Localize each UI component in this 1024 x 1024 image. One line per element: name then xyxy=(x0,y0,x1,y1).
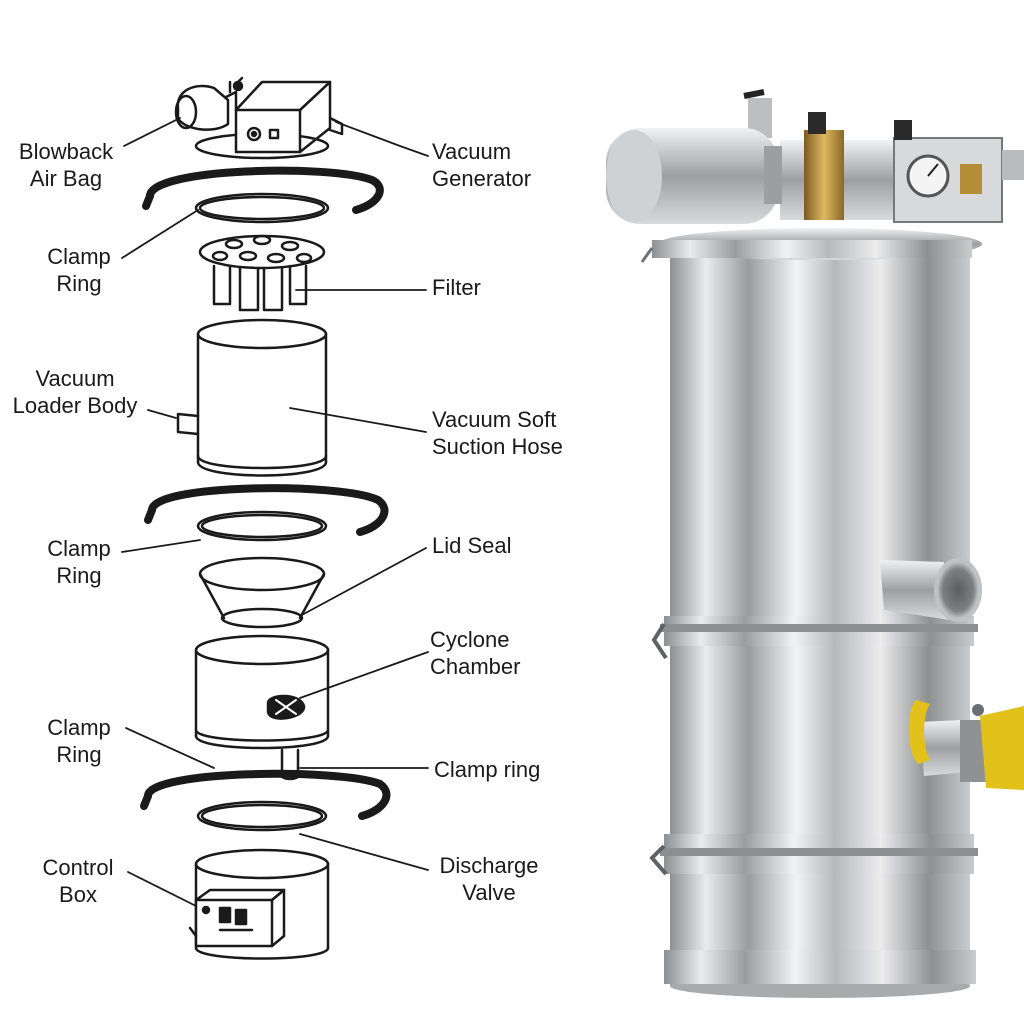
label-discharge-valve: Discharge Valve xyxy=(439,853,539,905)
cyclone-chamber-part xyxy=(194,634,330,781)
label-control-box: Control Box xyxy=(42,855,114,907)
clamp-ring-lower-part xyxy=(140,769,391,832)
clamp-ring-middle-part xyxy=(144,484,389,542)
label-clamp-ring-middle: Clamp Ring xyxy=(47,536,111,588)
clamp-ring-top-part xyxy=(142,166,384,224)
vacuum-generator-part xyxy=(194,76,344,160)
label-vacuum-loader-body: Vacuum Loader Body xyxy=(12,366,138,418)
vacuum-loader-body-part xyxy=(176,318,328,477)
vacuum-loader-photo xyxy=(606,89,1024,998)
label-lid-seal: Lid Seal xyxy=(432,533,512,558)
filter-part xyxy=(198,234,326,312)
label-cyclone-chamber: Cyclone Chamber xyxy=(430,627,521,679)
label-vacuum-soft-suction-hose: Vacuum Soft Suction Hose xyxy=(432,407,563,459)
label-clamp-ring-small: Clamp ring xyxy=(434,757,541,782)
label-filter: Filter xyxy=(432,275,481,300)
exploded-view-drawing xyxy=(121,76,429,960)
label-clamp-ring-lower: Clamp Ring xyxy=(47,715,111,767)
label-clamp-ring-top: Clamp Ring xyxy=(47,244,111,296)
label-blowback-air-bag: Blowback Air Bag xyxy=(18,139,114,191)
lid-seal-part xyxy=(198,556,326,629)
control-box-part xyxy=(188,848,330,960)
blowback-air-bag-part xyxy=(174,84,230,131)
leader-lines xyxy=(121,117,429,907)
label-vacuum-generator: Vacuum Generator xyxy=(432,139,532,191)
